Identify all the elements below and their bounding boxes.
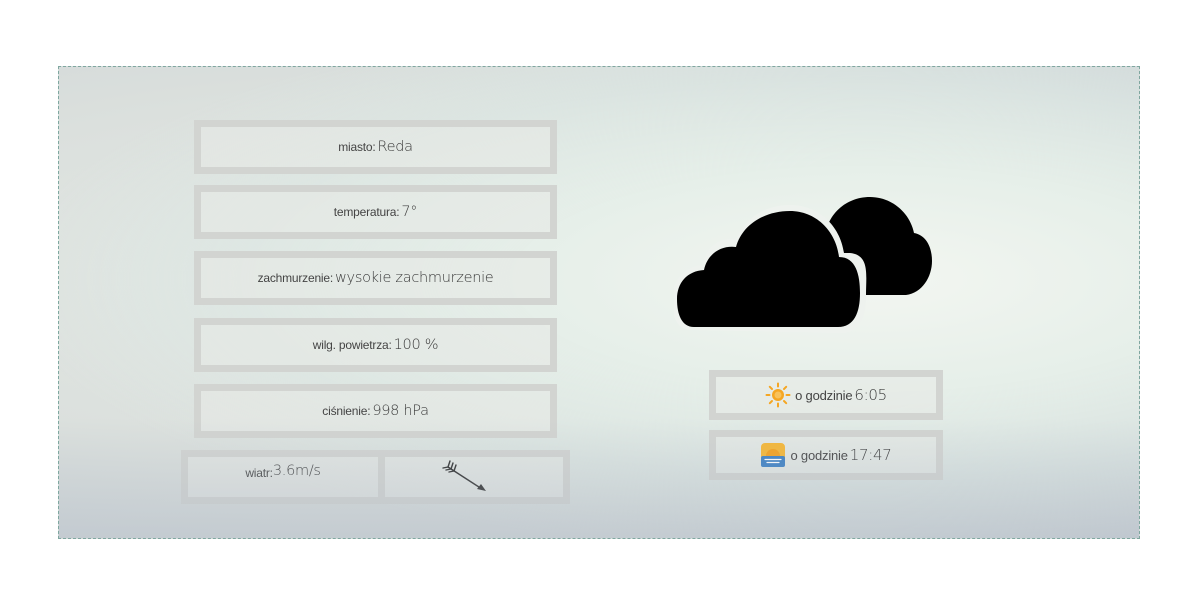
clouds-box: zachmurzenie: wysokie zachmurzenie [194,251,557,305]
sunrise-value: 6:05 [854,386,887,404]
wind-label: wiatr: [245,466,273,480]
city-label: miasto: [338,140,376,154]
sunset-value: 17:47 [849,446,892,464]
wind-speed-box: wiatr: 3.6m/s [181,450,385,504]
clouds-value: wysokie zachmurzenie [335,270,494,286]
temperature-value: 7° [401,204,418,220]
sunset-label: o godzinie [790,447,848,463]
humidity-label: wilg. powietrza: [312,338,392,352]
wind-direction-box [378,450,570,504]
sunrise-label: o godzinie [795,387,853,403]
sunset-box: o godzinie 17:47 [709,430,943,480]
city-box: miasto: Reda [194,120,557,174]
clouds-label: zachmurzenie: [257,271,334,285]
city-value: Reda [377,139,414,155]
sun-icon [765,382,791,408]
clouds-icon [674,197,932,333]
temperature-box: temperatura: 7° [194,185,557,239]
pressure-value: 998 hPa [372,403,429,419]
wind-value: 3.6m/s [272,463,321,479]
humidity-value: 100 % [393,337,439,353]
sunset-icon [761,443,786,467]
weather-panel: miasto: Reda temperatura: 7° zachmurzeni… [58,66,1140,539]
sunrise-box: o godzinie 6:05 [709,370,943,420]
humidity-box: wilg. powietrza: 100 % [194,318,557,372]
temperature-label: temperatura: [333,205,400,219]
pressure-label: ciśnienie: [322,404,371,418]
wind-arrow-icon [442,460,486,491]
pressure-box: ciśnienie: 998 hPa [194,384,557,438]
